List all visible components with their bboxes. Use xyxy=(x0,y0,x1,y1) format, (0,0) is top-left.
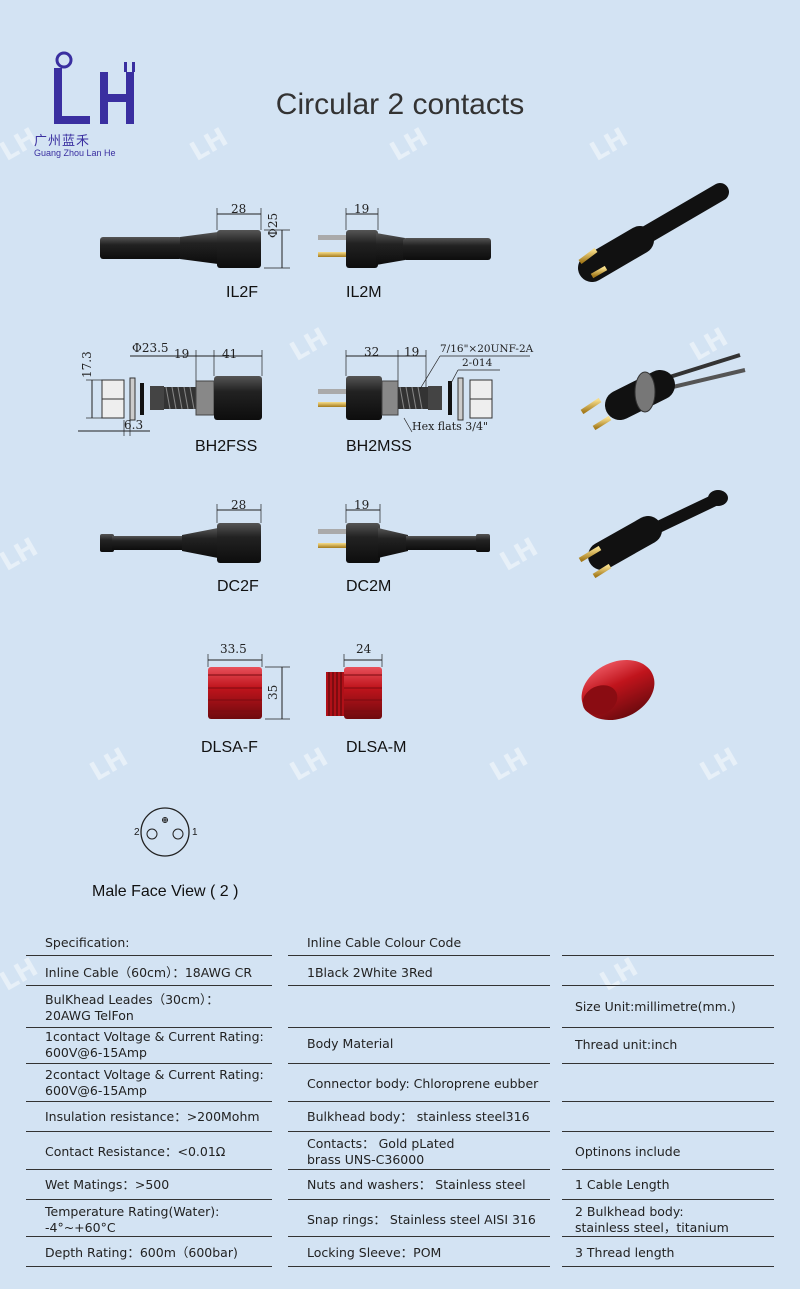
spec-col2-row9: Locking Sleeve：POM xyxy=(307,1245,442,1260)
male-face-view-icon xyxy=(140,807,190,857)
dim-il2f-dia: Φ25 xyxy=(266,212,280,238)
label-il2f: IL2F xyxy=(226,284,259,301)
dim-il2m-width: 19 xyxy=(354,202,370,216)
spec-col2-row5: Bulkhead body： stainless steel316 xyxy=(307,1109,530,1124)
spec-col2-row6: Contacts： Gold pLated brass UNS-C36000 xyxy=(307,1136,455,1167)
dim-bhm-hex: Hex flats 3/4" xyxy=(412,420,489,433)
spec-col1-row4: 2contact Voltage & Current Rating: 600V@… xyxy=(45,1067,264,1098)
dim-bh-nut: 6.3 xyxy=(124,418,144,432)
dim-bhm-32: 32 xyxy=(364,345,380,359)
spec-col3-row3: Thread unit:inch xyxy=(575,1037,678,1052)
label-dlsa-m: DLSA-M xyxy=(346,739,407,756)
dim-bh-height: 17.3 xyxy=(80,351,94,378)
spec-col1-row1: Inline Cable（60cm）：18AWG CR xyxy=(45,965,253,980)
spec-col1-row8: Temperature Rating(Water): -4°~+60°C xyxy=(45,1204,220,1235)
face-view-label: Male Face View ( 2 ) xyxy=(92,883,239,900)
spec-col1-row2: BulKhead Leades（30cm）： 20AWG TelFon xyxy=(45,992,219,1023)
spec-col3-row8: 2 Bulkhead body: stainless steel，titaniu… xyxy=(575,1204,729,1235)
dim-dc2f-width: 28 xyxy=(231,498,247,512)
spec-col3-row2: Size Unit:millimetre(mm.) xyxy=(575,999,736,1014)
dim-bhm-thread: 7/16"×20UNF-2A xyxy=(440,343,534,355)
dim-dlsaf-width: 33.5 xyxy=(220,642,247,656)
connector-diagram xyxy=(78,183,746,857)
face-pin-2: 2 xyxy=(134,827,140,838)
spec-col2-row8: Snap rings： Stainless steel AISI 316 xyxy=(307,1212,536,1227)
dlsa-m-drawing xyxy=(326,654,383,719)
dim-bh-19: 19 xyxy=(174,347,190,361)
spec-col1-row0: Specification: xyxy=(45,935,130,950)
spec-col1-row9: Depth Rating：600m（600bar) xyxy=(45,1245,238,1260)
label-bh2fss: BH2FSS xyxy=(195,438,258,455)
page-title: Circular 2 contacts xyxy=(275,88,525,121)
watermark-logo: LH xyxy=(595,952,644,998)
label-il2m: IL2M xyxy=(346,284,382,301)
dim-bhm-oring: 2-014 xyxy=(462,357,493,369)
bh2fss-drawing xyxy=(78,350,263,436)
dlsa-f-drawing xyxy=(207,654,290,720)
spec-col1-row3: 1contact Voltage & Current Rating: 600V@… xyxy=(45,1029,264,1060)
dc2-3d-render xyxy=(578,490,728,579)
il2f-drawing xyxy=(100,208,290,269)
spec-col3-row6: Optinons include xyxy=(575,1144,681,1159)
bh2mss-drawing xyxy=(318,350,530,433)
label-dc2m: DC2M xyxy=(346,578,392,595)
logo-english-text: Guang Zhou Lan He xyxy=(34,148,116,158)
il2m-drawing xyxy=(318,208,491,268)
lh-logo-icon xyxy=(54,51,135,124)
dc2f-drawing xyxy=(100,504,262,563)
dim-bh-dia: Φ23.5 xyxy=(132,341,169,355)
label-dlsa-f: DLSA-F xyxy=(201,739,258,756)
label-dc2f: DC2F xyxy=(217,578,259,595)
spec-col2-row7: Nuts and washers： Stainless steel xyxy=(307,1177,526,1192)
logo-chinese-text: 广州蓝禾 xyxy=(34,134,91,149)
watermark-logo: LH xyxy=(0,952,44,998)
dlsa-3d-render xyxy=(581,659,655,721)
spec-col1-row6: Contact Resistance：<0.01Ω xyxy=(45,1144,226,1159)
spec-col1-row7: Wet Matings：>500 xyxy=(45,1177,170,1192)
bh2-3d-render xyxy=(580,353,746,431)
dim-dlsaf-height: 35 xyxy=(266,684,280,700)
company-logo: 广州蓝禾 Guang Zhou Lan He xyxy=(28,50,148,165)
spec-col3-row7: 1 Cable Length xyxy=(575,1177,670,1192)
spec-col2-row0: Inline Cable Colour Code xyxy=(307,935,462,950)
spec-col2-row1: 1Black 2White 3Red xyxy=(307,965,433,980)
dim-dlsam-width: 24 xyxy=(356,642,372,656)
dim-dc2m-width: 19 xyxy=(354,498,370,512)
dim-il2f-width: 28 xyxy=(231,202,247,216)
dc2m-drawing xyxy=(318,504,490,563)
face-pin-1: 1 xyxy=(192,827,198,838)
spec-col1-row5: Insulation resistance：>200Mohm xyxy=(45,1109,260,1124)
spec-col3-row9: 3 Thread length xyxy=(575,1245,675,1260)
label-bh2mss: BH2MSS xyxy=(346,438,412,455)
il2-3d-render xyxy=(578,183,729,282)
dim-bh-41: 41 xyxy=(222,347,238,361)
dim-bhm-19: 19 xyxy=(404,345,420,359)
spec-col2-row4: Connector body: Chloroprene eubber xyxy=(307,1076,539,1091)
spec-col2-row3: Body Material xyxy=(307,1036,394,1051)
